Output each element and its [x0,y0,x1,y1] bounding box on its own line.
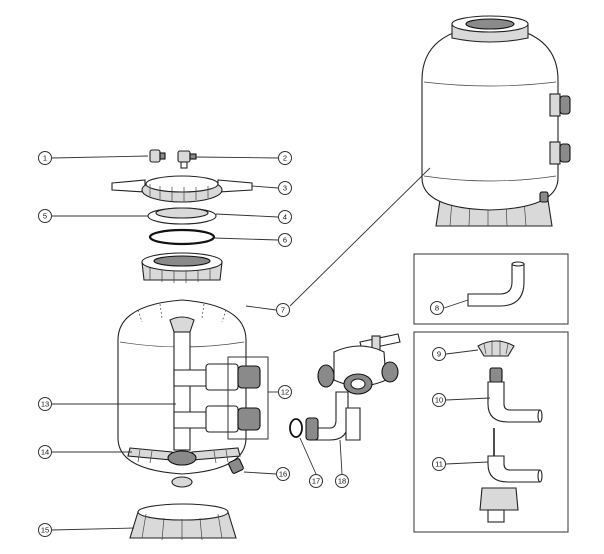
leader-lines [51,155,491,531]
part-8-box [413,253,569,325]
callout-6: 6 [278,233,292,247]
pressure-gauge [149,149,166,163]
callout-17-label: 17 [312,477,320,486]
callout-1-label: 1 [43,154,47,163]
elbow-pipe-8 [467,261,525,307]
callout-18: 18 [335,474,349,488]
callout-13-label: 13 [41,400,49,409]
callout-3-label: 3 [283,184,287,193]
callout-11-label: 11 [435,460,443,469]
callout-18-label: 18 [338,477,346,486]
callout-10: 10 [432,393,446,407]
callout-15: 15 [38,523,52,537]
callout-2-label: 2 [283,154,287,163]
callout-2: 2 [278,151,292,165]
port-bracket-box [227,356,269,440]
callout-4: 4 [278,210,292,224]
callout-5: 5 [38,209,52,223]
diffuser-9 [477,340,515,357]
tank-cutaway [117,299,261,488]
callout-4-label: 4 [283,213,287,222]
tank-neck-flange [141,252,223,283]
callout-3: 3 [278,181,292,195]
o-ring [148,228,216,246]
multiport-valve [289,333,401,441]
callout-1: 1 [38,151,52,165]
assembled-filter-tank [421,15,571,227]
center-pipe-manifold [169,316,261,451]
drain-plug [228,458,244,474]
callout-12-label: 12 [281,388,289,397]
callout-14: 14 [38,445,52,459]
callout-16: 16 [276,467,290,481]
lid-clamp-ring [111,175,253,203]
callout-8: 8 [430,301,444,315]
pipe-assembly-11 [479,428,543,523]
callout-15-label: 15 [41,526,49,535]
tank-base [129,503,237,541]
callout-10-label: 10 [435,396,443,405]
callout-8-label: 8 [435,304,439,313]
parts-9-11-box [413,331,569,533]
pipe-assembly-10 [487,367,543,423]
callout-9: 9 [432,347,446,361]
callout-14-label: 14 [41,448,49,457]
callout-12: 12 [278,385,292,399]
lid [147,207,217,225]
laterals [127,447,241,466]
callout-11: 11 [432,457,446,471]
callout-9-label: 9 [437,350,441,359]
callout-5-label: 5 [43,212,47,221]
callout-17: 17 [309,474,323,488]
callout-7: 7 [276,303,290,317]
callout-16-label: 16 [279,470,287,479]
air-release-valve [177,150,197,169]
callout-7-label: 7 [281,306,285,315]
callout-6-label: 6 [283,236,287,245]
callout-13: 13 [38,397,52,411]
